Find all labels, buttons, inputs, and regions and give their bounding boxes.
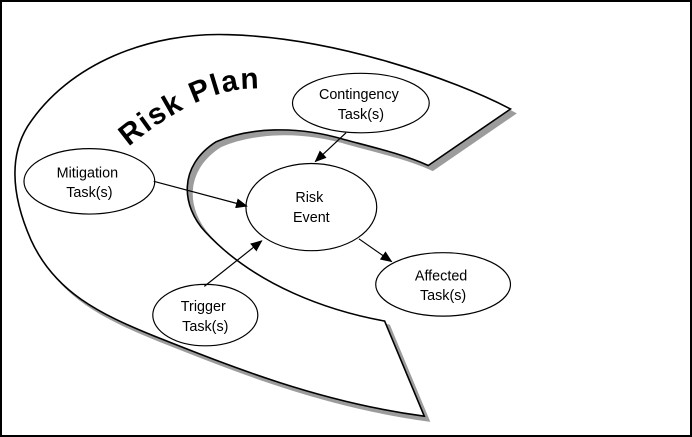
affected-tasks-label: Affected Task(s) (415, 268, 471, 304)
arrow-contingency-to-risk-event (314, 132, 347, 163)
node-trigger-tasks: Trigger Task(s) (152, 283, 259, 347)
risk-event-ellipse (245, 162, 378, 252)
affected-tasks-ellipse (375, 252, 512, 317)
contingency-tasks-ellipse (291, 72, 430, 134)
node-mitigation-tasks: Mitigation Task(s) (23, 148, 156, 215)
node-contingency-tasks: Contingency Task(s) (291, 72, 430, 134)
node-risk-event: Risk Event (245, 162, 378, 252)
risk-event-label: Risk Event (293, 190, 330, 226)
mitigation-tasks-label: Mitigation Task(s) (57, 165, 122, 201)
trigger-tasks-label: Trigger Task(s) (181, 299, 230, 335)
trigger-tasks-ellipse (152, 283, 259, 347)
arrow-mitigation-to-risk-event (153, 180, 248, 209)
arrow-risk-event-to-affected (358, 238, 393, 263)
contingency-tasks-label: Contingency Task(s) (319, 87, 403, 123)
arrow-trigger-to-risk-event (203, 240, 263, 287)
node-affected-tasks: Affected Task(s) (375, 252, 512, 317)
